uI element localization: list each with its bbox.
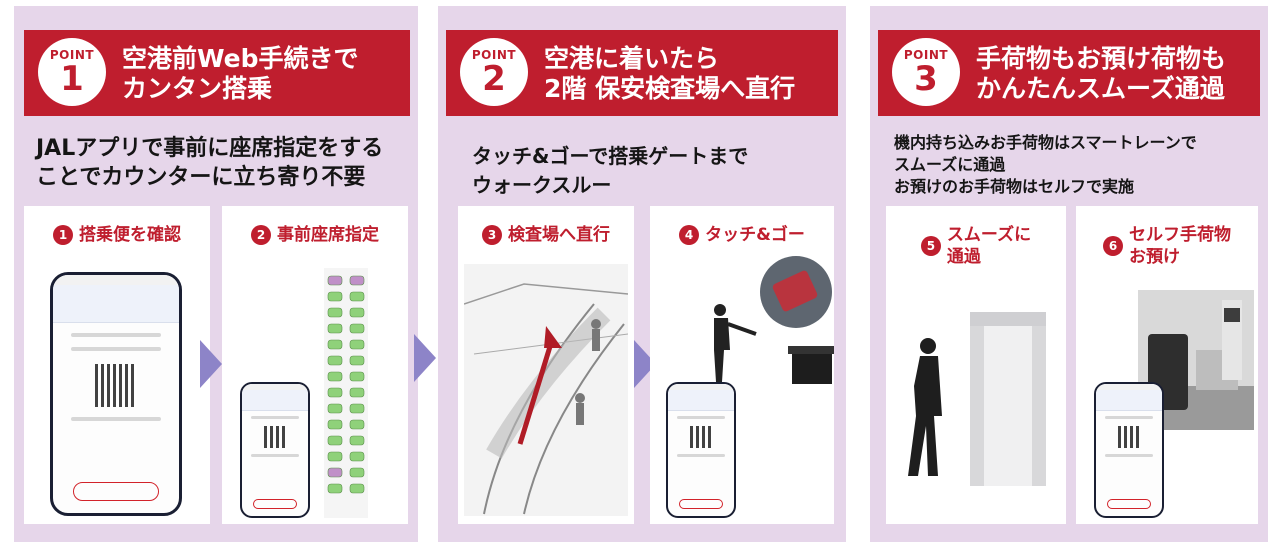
- step-5-number: 5: [920, 236, 941, 256]
- escalator-sketch-image: [464, 264, 628, 516]
- step-4-label: タッチ&ゴー: [705, 225, 805, 245]
- qr-code-icon: [94, 363, 138, 407]
- section-arrow-icon: [414, 334, 436, 382]
- step-3-label: 検査場へ直行: [508, 225, 610, 245]
- point-2-badge: POINT 2: [460, 38, 528, 106]
- step-5-label: スムーズに 通過: [946, 225, 1032, 267]
- step-2-number: 2: [251, 225, 271, 245]
- point-1-badge: POINT 1: [38, 38, 106, 106]
- point-badge-number: 1: [60, 59, 84, 99]
- point-2-description: タッチ&ゴーで搭乗ゲートまで ウォークスルー: [472, 144, 749, 197]
- point-badge-number: 2: [482, 59, 506, 99]
- point-3-header: POINT 3 手荷物もお預け荷物も かんたんスムーズ通過: [878, 30, 1260, 116]
- step-6-card: 6 セルフ手荷物 お預け: [1076, 206, 1258, 524]
- touch-and-go-gate-image: [714, 256, 834, 384]
- step-5-card: 5スムーズに 通過: [886, 206, 1066, 524]
- step-1-card: 1 搭乗便を確認: [24, 206, 210, 524]
- step-3-heading: 3 検査場へ直行: [458, 224, 634, 246]
- phone-image: [1094, 382, 1164, 518]
- point-2-header: POINT 2 空港に着いたら 2階 保安検査場へ直行: [446, 30, 838, 116]
- step-6-heading: 6 セルフ手荷物 お預け: [1076, 224, 1258, 268]
- qr-code-icon: [689, 425, 713, 449]
- point-3-badge: POINT 3: [892, 38, 960, 106]
- point-badge-label: POINT: [471, 48, 517, 62]
- step-6-number: 6: [1103, 236, 1123, 256]
- point-2-title: 空港に着いたら 2階 保安検査場へ直行: [544, 44, 796, 103]
- security-gate-image: [908, 312, 1046, 486]
- step-1-heading: 1 搭乗便を確認: [24, 224, 210, 246]
- step-2-card: 2 事前座席指定: [222, 206, 408, 524]
- seat-map-image: [324, 268, 368, 518]
- point-badge-number: 3: [914, 59, 938, 99]
- point-badge-label: POINT: [903, 48, 949, 62]
- step-3-card: 3 検査場へ直行: [458, 206, 634, 524]
- step-6-label: セルフ手荷物 お預け: [1129, 225, 1231, 267]
- step-2-heading: 2 事前座席指定: [222, 224, 408, 246]
- step-3-number: 3: [482, 225, 502, 245]
- step-arrow-icon: [200, 340, 222, 388]
- step-5-heading: 5スムーズに 通過: [886, 224, 1066, 268]
- qr-code-icon: [1117, 425, 1141, 449]
- phone-image: [666, 382, 736, 518]
- point-1-header: POINT 1 空港前Web手続きで カンタン搭乗: [24, 30, 410, 116]
- point-2-panel: POINT 2 空港に着いたら 2階 保安検査場へ直行 タッチ&ゴーで搭乗ゲート…: [438, 6, 846, 542]
- step-4-number: 4: [679, 225, 700, 245]
- step-1-number: 1: [53, 225, 73, 245]
- step-1-label: 搭乗便を確認: [79, 225, 181, 245]
- point-badge-label: POINT: [49, 48, 95, 62]
- qr-code-icon: [263, 425, 287, 449]
- point-1-panel: POINT 1 空港前Web手続きで カンタン搭乗 JALアプリで事前に座席指定…: [14, 6, 418, 542]
- step-2-label: 事前座席指定: [277, 225, 379, 245]
- point-3-title: 手荷物もお預け荷物も かんたんスムーズ通過: [976, 44, 1227, 103]
- point-1-title: 空港前Web手続きで カンタン搭乗: [122, 44, 359, 103]
- point-1-description: JALアプリで事前に座席指定をする ことでカウンターに立ち寄り不要: [36, 136, 384, 190]
- point-3-description: 機内持ち込みお手荷物はスマートレーンで スムーズに通過 お預けのお手荷物はセルフ…: [894, 133, 1197, 196]
- point-3-panel: POINT 3 手荷物もお預け荷物も かんたんスムーズ通過 機内持ち込みお手荷物…: [870, 6, 1268, 542]
- boarding-pass-phone-image: [50, 272, 182, 516]
- phone-image: [240, 382, 310, 518]
